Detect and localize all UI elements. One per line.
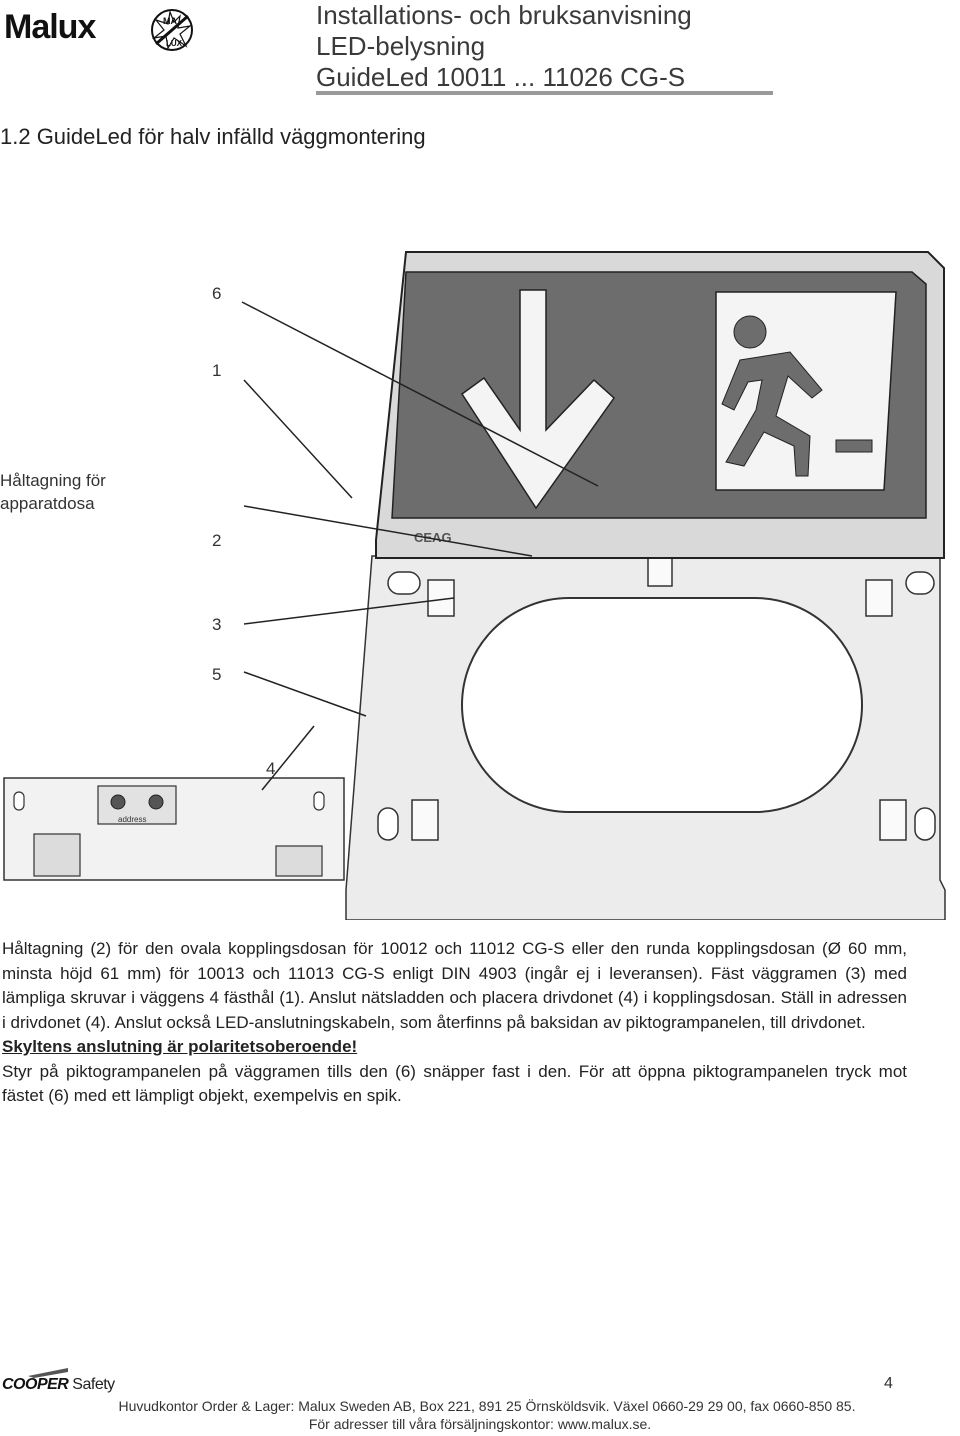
malux-logo: Malux MA LUX (4, 6, 194, 51)
frame-hole (387, 571, 421, 595)
safety-text: Safety (72, 1376, 115, 1393)
leader-line-5 (243, 671, 367, 717)
frame-hole (905, 571, 935, 595)
driver-unit (3, 777, 345, 881)
doc-title-line2: LED-belysning (316, 31, 486, 61)
callout-3: 3 (212, 615, 222, 634)
logo-wordmark: Malux (4, 8, 96, 46)
running-man-icon (721, 351, 823, 477)
instruction-paragraph-1: Håltagning (2) för den ovala kopplingsdo… (2, 939, 907, 1032)
cooper-wordmark: COOPER Safety (2, 1376, 115, 1394)
frame-hole (914, 807, 936, 841)
header-rule (316, 91, 773, 95)
cooper-swoosh-icon (28, 1368, 68, 1378)
document-title-block: Installations- och bruksanvisning LED-be… (316, 0, 776, 93)
callout-hole-line2: apparatdosa (0, 494, 95, 513)
instruction-text: Håltagning (2) för den ovala kopplingsdo… (2, 937, 907, 1109)
callout-2: 2 (212, 531, 222, 550)
installation-figure: CEAG address 6 1 Håltagning för apparatd… (0, 240, 960, 921)
callout-4: 4 (266, 759, 276, 778)
driver-terminal (33, 833, 81, 877)
doc-title-line3: GuideLed 10011 ... 11026 CG-S (316, 62, 686, 92)
driver-address-label: address (118, 815, 146, 824)
leader-line-3 (243, 597, 455, 625)
callout-hole-line1: Håltagning för (0, 471, 106, 490)
runner-leg-icon (835, 439, 873, 453)
runner-head-icon (733, 315, 767, 349)
frame-clip (411, 799, 439, 841)
callout-5: 5 (212, 665, 222, 684)
driver-address-panel (97, 785, 177, 825)
address-dial-icon (110, 794, 126, 810)
cooper-text: COOPER (2, 1376, 69, 1393)
driver-screw (13, 791, 25, 811)
callout-6: 6 (212, 284, 222, 303)
badge-text-top: MA (163, 16, 177, 26)
snap-latch (647, 557, 673, 587)
leader-line-1 (243, 379, 353, 499)
leader-line-4 (261, 725, 315, 791)
cooper-safety-logo: COOPER Safety (2, 1364, 115, 1396)
installation-drawing: CEAG address (3, 251, 946, 921)
doc-title-line1: Installations- och bruksanvisning (316, 0, 692, 30)
frame-clip (865, 579, 893, 617)
frame-clip (879, 799, 907, 841)
address-dial-icon (148, 794, 164, 810)
badge-text-bottom: LUX (166, 39, 183, 48)
oval-cutout (461, 597, 863, 813)
leader-line-hole (243, 505, 533, 557)
frame-hole (377, 807, 399, 841)
footer-address: Huvudkontor Order & Lager: Malux Sweden … (118, 1398, 856, 1414)
driver-terminal (275, 845, 323, 877)
sign-brand-label: CEAG (414, 530, 452, 545)
section-heading: 1.2 GuideLed för halv infälld väggmonter… (0, 124, 426, 149)
polarity-note: Skyltens anslutning är polaritetsoberoen… (2, 1037, 358, 1056)
leader-line-6 (241, 301, 599, 487)
down-arrow-pictogram (460, 289, 615, 510)
malux-badge-icon: MA LUX (151, 9, 193, 51)
page-number: 4 (884, 1375, 893, 1392)
callout-1: 1 (212, 361, 222, 380)
footer-offices: För adresser till våra försäljningskonto… (308, 1416, 652, 1432)
driver-screw (313, 791, 325, 811)
instruction-paragraph-2: Styr på piktogrampanelen på väggramen ti… (2, 1061, 907, 1106)
